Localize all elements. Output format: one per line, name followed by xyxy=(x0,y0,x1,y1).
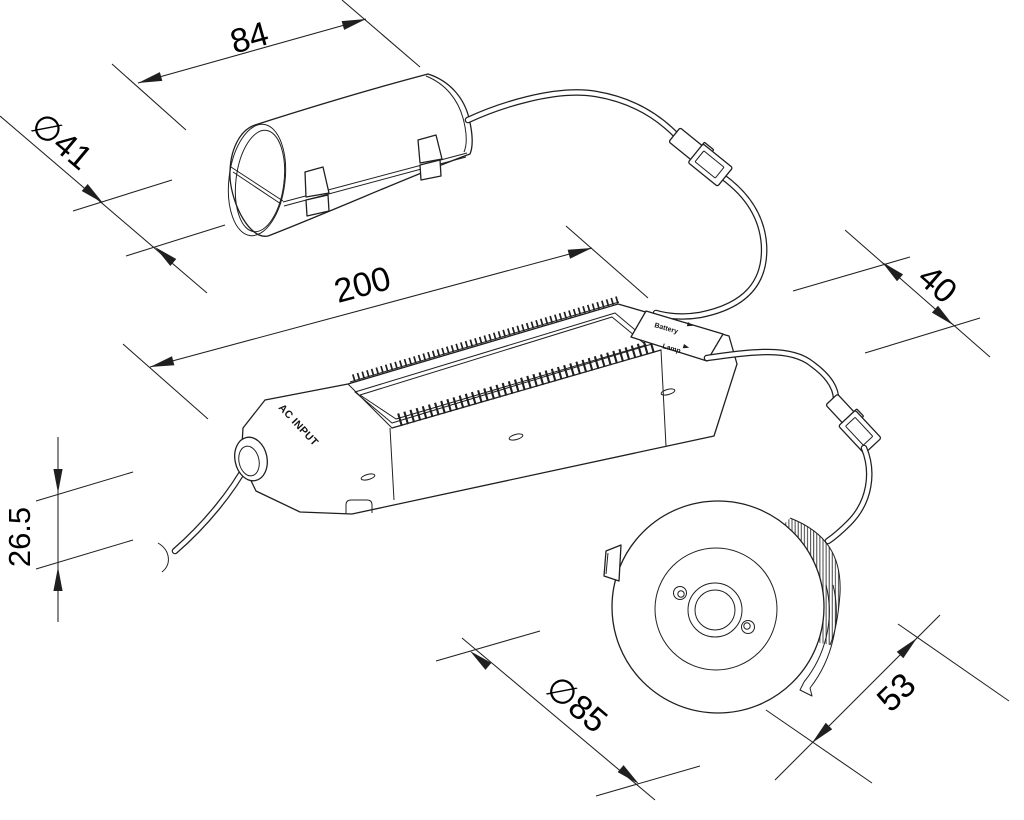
ac-driver: Battery Lamp AC INPUT xyxy=(240,295,738,515)
battery-end-seam xyxy=(230,166,284,205)
driver-left-cap-edge xyxy=(389,427,395,501)
spring-clip xyxy=(799,584,837,697)
driver-mounting-notch xyxy=(345,499,373,514)
downlight-lens-outer xyxy=(687,582,743,638)
battery-end-rim xyxy=(425,75,467,153)
dim-battery-diameter: ∅41 xyxy=(0,105,226,294)
dim-downlight-diameter-value: ∅85 xyxy=(538,668,614,740)
driver-cap-joint xyxy=(347,383,393,429)
dim-downlight-depth-value: 53 xyxy=(870,666,924,720)
battery-end-cap-inner xyxy=(234,129,286,233)
battery-clip-slot xyxy=(305,194,330,217)
lamp-cable-lower xyxy=(824,444,873,545)
downlight-lens xyxy=(694,589,736,631)
battery-port-arrow-icon xyxy=(686,322,694,327)
battery-clip-tab xyxy=(304,166,330,198)
cable-gland xyxy=(234,436,268,482)
screw-hole xyxy=(673,586,687,600)
vent-slot xyxy=(508,433,524,441)
cable-break-mark xyxy=(157,542,169,573)
battery-clip-tab xyxy=(417,134,443,164)
screw-hole xyxy=(741,620,755,634)
vent-slot xyxy=(660,388,676,396)
dim-driver-width-value: 40 xyxy=(911,258,964,311)
downlight-trim-ring xyxy=(654,547,778,671)
dim-driver-height: 26.5 xyxy=(2,437,134,622)
mains-cable xyxy=(157,458,252,573)
lamp-port-arrow-icon xyxy=(682,344,690,349)
battery-connector xyxy=(668,127,733,187)
driver-front-top-edge xyxy=(391,349,662,429)
driver-right-cap-edge xyxy=(660,349,667,447)
lamp-connector xyxy=(825,394,882,454)
downlight xyxy=(603,500,841,714)
battery-end-cap-outer xyxy=(227,123,287,237)
battery-pack xyxy=(227,73,473,237)
battery-cable xyxy=(464,89,768,320)
dim-battery-length-value: 84 xyxy=(226,15,273,62)
dim-driver-width: 40 xyxy=(792,229,991,358)
battery-clip-slot xyxy=(419,159,442,181)
battery-body xyxy=(229,73,473,237)
dim-battery-diameter-value: ∅41 xyxy=(23,105,99,177)
dim-driver-length-value: 200 xyxy=(330,259,395,310)
vent-slot xyxy=(360,473,376,481)
lamp-cable xyxy=(703,348,840,406)
lamp-port-label: Lamp xyxy=(661,343,681,355)
downlight-bezel xyxy=(611,500,825,714)
dim-driver-height-value: 26.5 xyxy=(2,507,37,567)
